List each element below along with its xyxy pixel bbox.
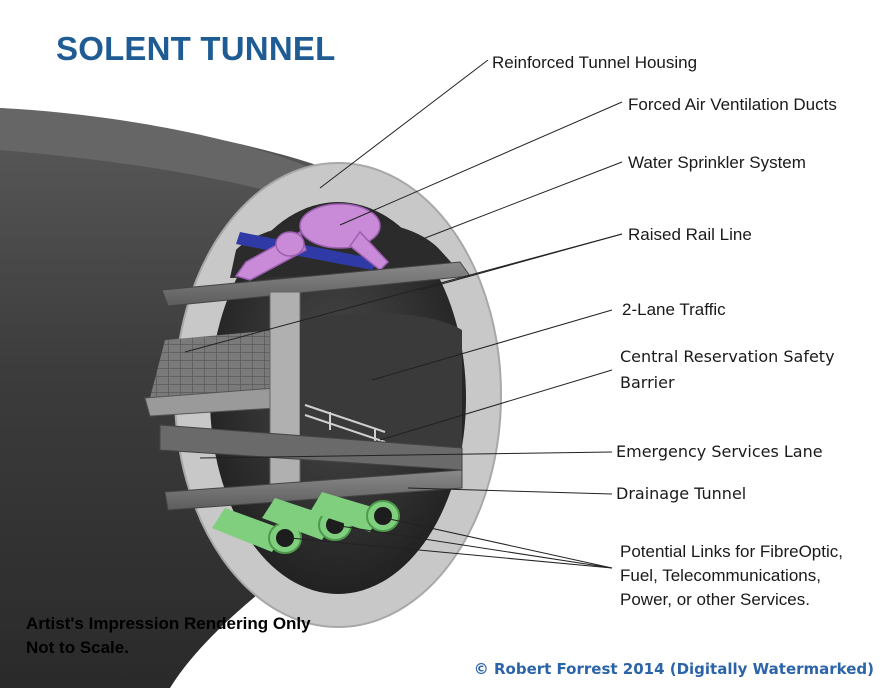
label-drainage: Drainage Tunnel — [616, 484, 747, 503]
label-housing: Reinforced Tunnel Housing — [492, 53, 698, 72]
note-line1: Artist's Impression Rendering Only — [26, 614, 311, 633]
label-links-line3: Power, or other Services. — [620, 590, 810, 609]
tunnel-body-top — [0, 108, 320, 200]
label-emergency: Emergency Services Lane — [616, 442, 823, 461]
label-traffic: 2-Lane Traffic — [622, 300, 726, 319]
safety-barrier — [304, 404, 386, 446]
sprinkler-pipe — [236, 232, 380, 270]
note-line2: Not to Scale. — [26, 638, 129, 657]
label-barrier-line1: Central Reservation Safety — [620, 347, 835, 366]
leader-lines — [184, 59, 623, 569]
copyright-notice: © Robert Forrest 2014 (Digitally Waterma… — [473, 660, 874, 678]
label-rail: Raised Rail Line — [628, 225, 752, 244]
label-links-line2: Fuel, Telecommunications, — [620, 566, 821, 585]
road-surface — [300, 313, 462, 450]
diagram-title: SOLENT TUNNEL — [56, 30, 336, 67]
rail-track — [150, 330, 275, 398]
ventilation-ducts — [234, 203, 390, 281]
drainage-slab — [164, 469, 463, 511]
service-pipes — [212, 492, 400, 554]
label-links-line1: Potential Links for FibreOptic, — [620, 542, 843, 561]
label-ventilation: Forced Air Ventilation Ducts — [628, 95, 837, 114]
label-barrier-line2: Barrier — [620, 373, 675, 392]
label-sprinkler: Water Sprinkler System — [628, 153, 806, 172]
